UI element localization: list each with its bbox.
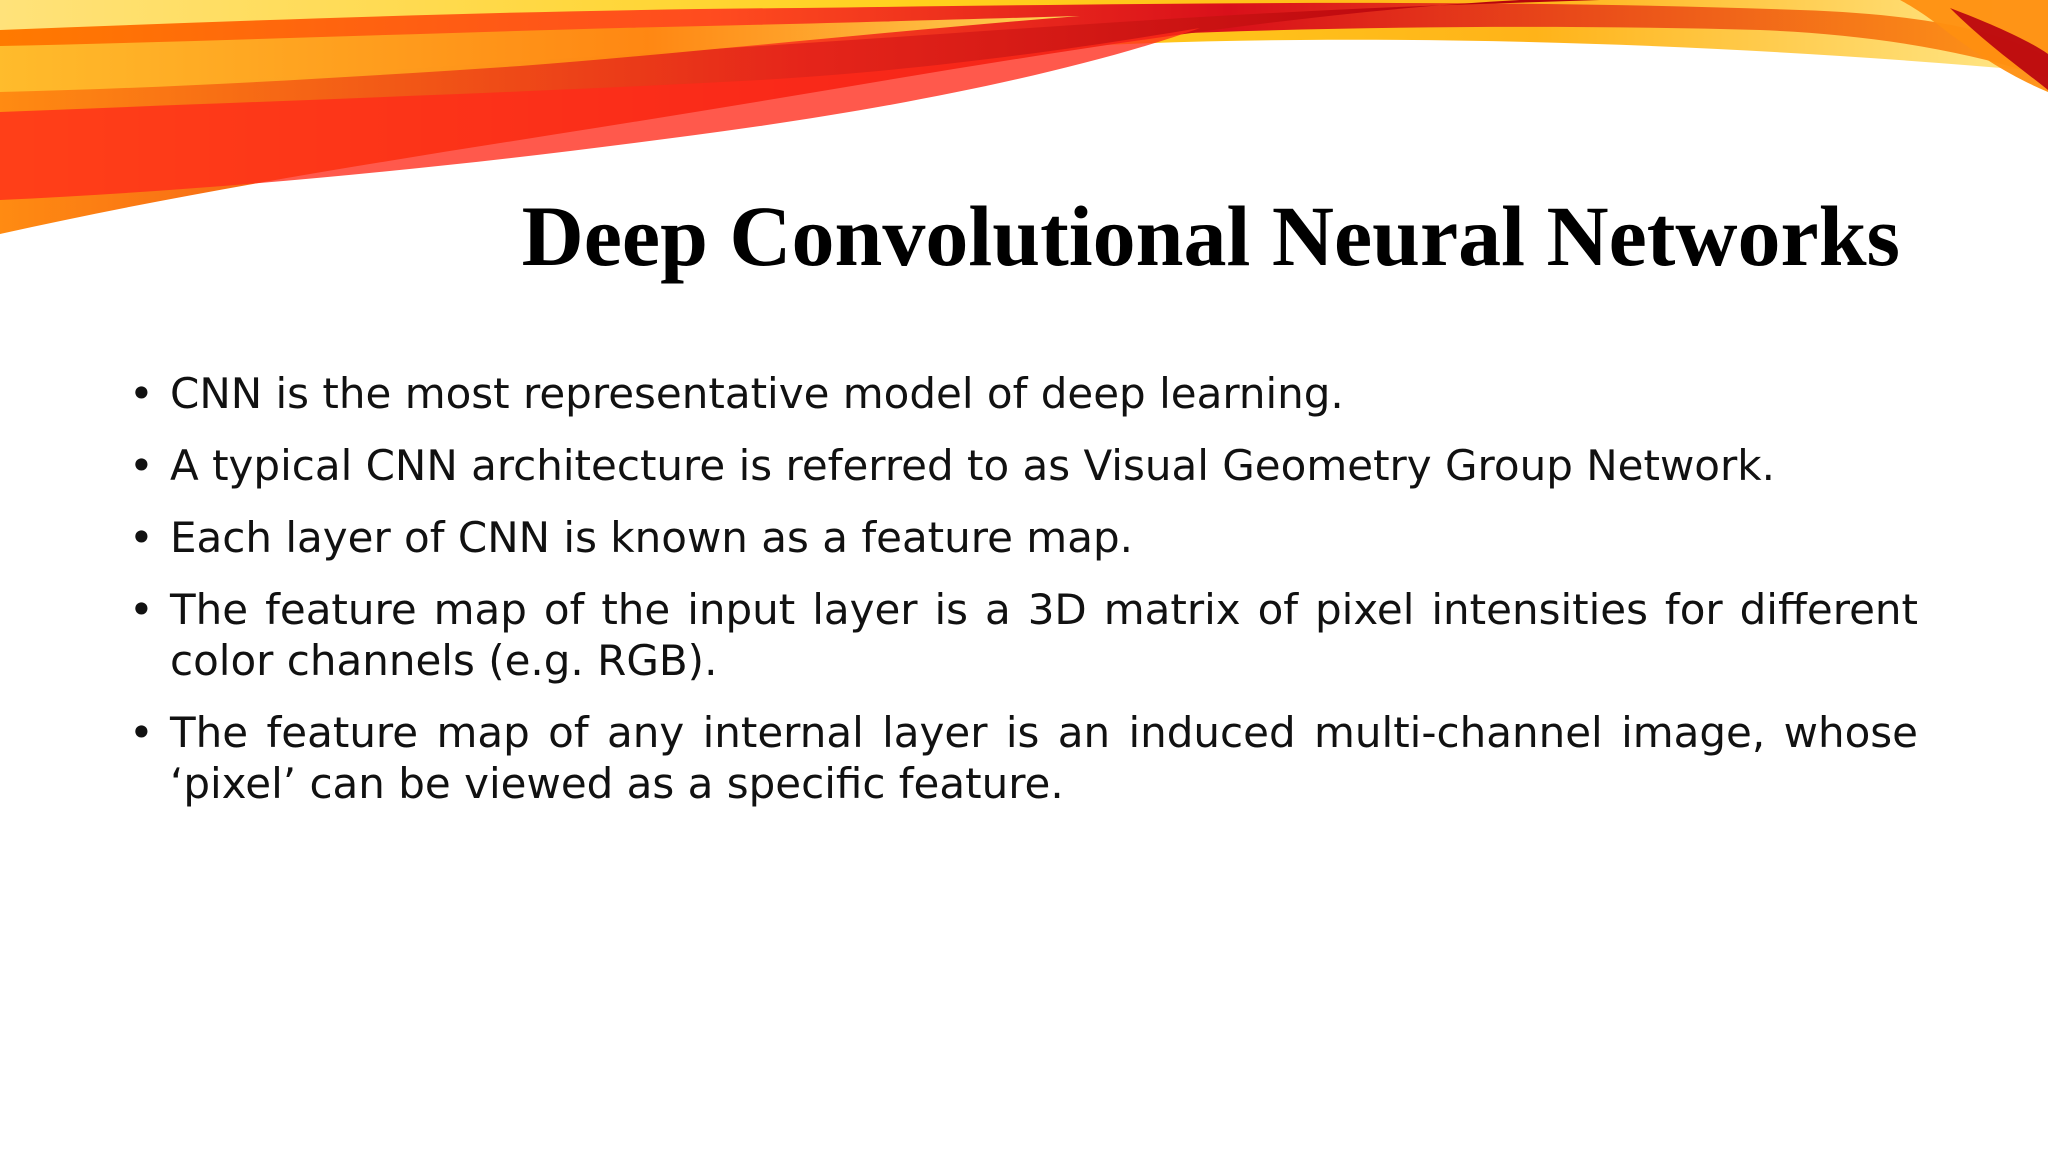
bullet-text-4: The feature map of the input layer is a … <box>170 585 1918 685</box>
slide-title: Deep Convolutional Neural Networks <box>521 188 1900 284</box>
bullet-marker: • <box>129 708 154 757</box>
bullet-marker: • <box>129 513 154 562</box>
bullet-item-2: • A typical CNN architecture is referred… <box>120 440 1918 491</box>
bullet-item-4: • The feature map of the input layer is … <box>120 584 1918 686</box>
bullet-item-3: • Each layer of CNN is known as a featur… <box>120 512 1918 563</box>
decorative-swoosh-banner <box>0 0 2048 234</box>
bullet-text-5: The feature map of any internal layer is… <box>170 708 1918 808</box>
bullet-marker: • <box>129 369 154 418</box>
bullet-marker: • <box>129 441 154 490</box>
bullet-marker: • <box>129 585 154 634</box>
bullet-item-5: • The feature map of any internal layer … <box>120 707 1918 809</box>
bullet-item-1: • CNN is the most representative model o… <box>120 368 1918 419</box>
bullet-text-2: A typical CNN architecture is referred t… <box>170 441 1775 490</box>
bullet-text-1: CNN is the most representative model of … <box>170 369 1344 418</box>
bullet-text-3: Each layer of CNN is known as a feature … <box>170 513 1133 562</box>
bullet-list: • CNN is the most representative model o… <box>120 368 1918 830</box>
